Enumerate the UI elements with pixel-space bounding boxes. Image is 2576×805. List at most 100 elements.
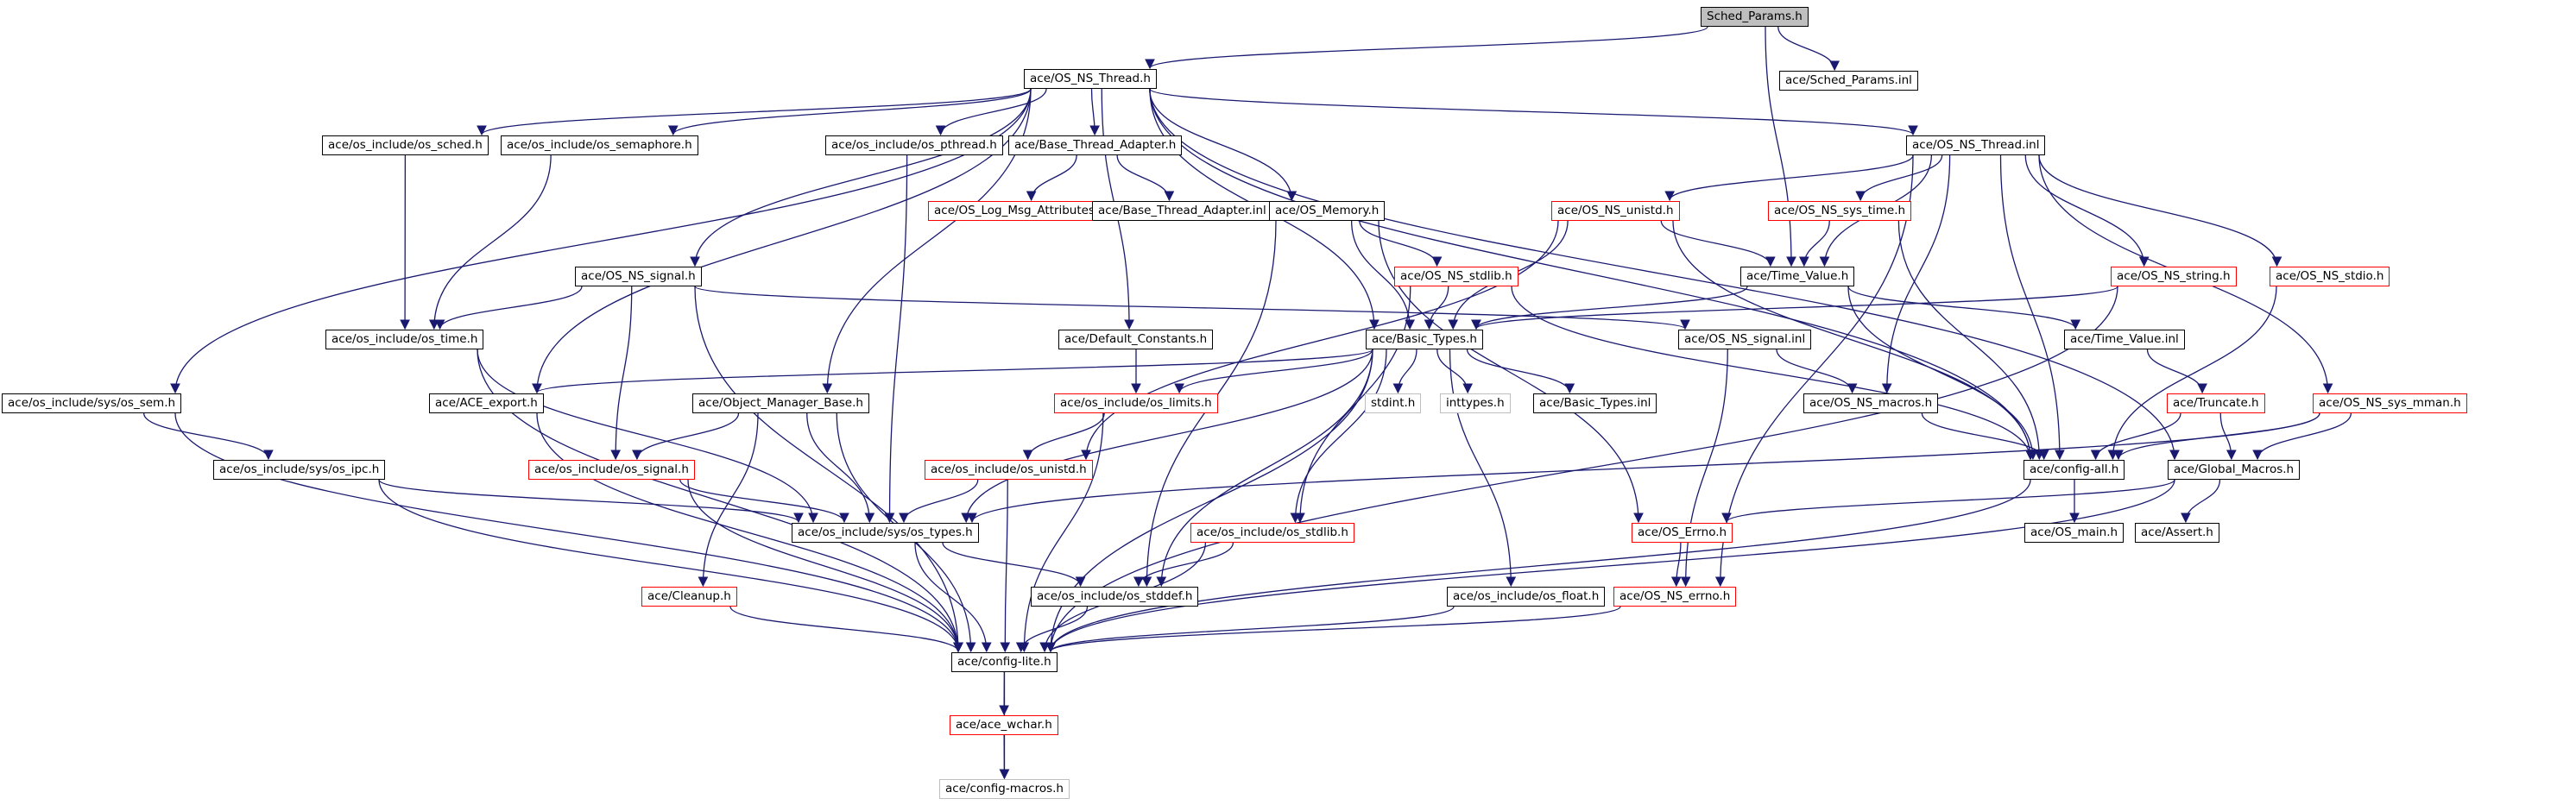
node-os-sem-h[interactable]: ace/os_include/sys/os_sem.h (2, 393, 182, 413)
node-base-thread-adapter-h[interactable]: ace/Base_Thread_Adapter.h (1008, 135, 1183, 155)
node-os-ns-sys-time-h[interactable]: ace/OS_NS_sys_time.h (1768, 201, 1912, 221)
edge-os-ns-thread-inl-to-os-ns-string-h (2024, 154, 2150, 267)
edge-global-macros-h-to-assert-h (2181, 479, 2221, 524)
node-os-ipc-h[interactable]: ace/os_include/sys/os_ipc.h (213, 460, 386, 480)
edge-os-ns-string-h-to-basic-types-h (1471, 286, 2118, 330)
edge-os-ns-signal-h-to-os-signal-h (610, 286, 633, 461)
node-os-ns-string-h[interactable]: ace/OS_NS_string.h (2111, 267, 2237, 286)
edge-os-memory-h-to-basic-types-h (1350, 220, 1415, 330)
node-inttypes-h[interactable]: inttypes.h (1440, 393, 1511, 413)
edge-object-manager-base-h-to-os-types-h (806, 412, 875, 524)
edge-os-ns-string-h-to-config-lite-h (1045, 286, 2118, 653)
edge-os-float-h-to-config-lite-h (1045, 606, 1455, 653)
edge-sched-params-h-to-time-value-h (1765, 26, 1796, 267)
node-os-time-h[interactable]: ace/os_include/os_time.h (325, 330, 484, 349)
node-os-semaphore-h[interactable]: ace/os_include/os_semaphore.h (501, 135, 698, 155)
node-os-ns-errno-h[interactable]: ace/OS_NS_errno.h (1613, 587, 1737, 607)
node-global-macros-h[interactable]: ace/Global_Macros.h (2168, 460, 2301, 480)
edge-os-ns-thread-h-to-os-pthread-h (935, 88, 1047, 136)
edge-os-ns-sys-time-h-to-config-all-h (1897, 220, 2045, 461)
node-truncate-h[interactable]: ace/Truncate.h (2167, 393, 2265, 413)
node-assert-h[interactable]: ace/Assert.h (2135, 523, 2219, 543)
edge-basic-types-h-to-os-types-h (961, 349, 1373, 524)
node-os-types-h[interactable]: ace/os_include/sys/os_types.h (792, 523, 979, 543)
edge-os-memory-h-to-os-ns-stdlib-h (1359, 220, 1443, 267)
edge-os-ns-signal-inl-to-os-ns-macros-h (1776, 349, 1858, 394)
edge-os-ns-errno-h-to-config-lite-h (1045, 606, 1621, 653)
edge-os-ns-thread-inl-to-os-ns-unistd-h (1664, 154, 1914, 202)
edge-os-ns-sys-time-h-to-time-value-h (1799, 220, 1830, 267)
node-config-lite-h[interactable]: ace/config-lite.h (951, 652, 1058, 672)
edge-os-stdlib-h-to-os-stddef-h (1133, 542, 1234, 588)
node-base-thread-adapter-inl[interactable]: ace/Base_Thread_Adapter.inl (1092, 201, 1272, 221)
node-time-value-inl[interactable]: ace/Time_Value.inl (2064, 330, 2185, 349)
node-os-log-msg-attributes-h[interactable]: ace/OS_Log_Msg_Attributes.h (928, 201, 1112, 221)
edge-basic-types-h-to-os-stddef-h (1156, 349, 1373, 588)
node-cleanup-h[interactable]: ace/Cleanup.h (641, 587, 737, 607)
node-basic-types-inl[interactable]: ace/Basic_Types.inl (1533, 393, 1657, 413)
node-os-ns-thread-h[interactable]: ace/OS_NS_Thread.h (1024, 69, 1157, 89)
edge-os-ns-sys-mman-h-to-global-macros-h (2252, 412, 2352, 461)
node-os-ns-unistd-h[interactable]: ace/OS_NS_unistd.h (1551, 201, 1680, 221)
node-os-limits-h[interactable]: ace/os_include/os_limits.h (1054, 393, 1218, 413)
node-os-main-h[interactable]: ace/OS_main.h (2024, 523, 2125, 543)
node-os-sched-h[interactable]: ace/os_include/os_sched.h (322, 135, 489, 155)
edge-time-value-inl-to-truncate-h (2146, 349, 2207, 394)
node-default-constants-h[interactable]: ace/Default_Constants.h (1058, 330, 1214, 349)
edge-os-types-h-to-os-stddef-h (942, 542, 1086, 588)
node-object-manager-base-h[interactable]: ace/Object_Manager_Base.h (692, 393, 869, 413)
edge-cleanup-h-to-config-lite-h (729, 606, 963, 653)
edge-os-semaphore-h-to-os-time-h (428, 154, 552, 330)
node-ace-wchar-h[interactable]: ace/ace_wchar.h (950, 715, 1058, 735)
edge-os-limits-h-to-os-unistd-h (1022, 412, 1105, 461)
node-ace-export-h[interactable]: ace/ACE_export.h (429, 393, 544, 413)
edge-os-ns-thread-h-to-object-manager-base-h (822, 88, 1032, 394)
edge-sched-params-h-to-os-ns-thread-h (1145, 26, 1708, 70)
node-os-ns-signal-h[interactable]: ace/OS_NS_signal.h (575, 267, 702, 286)
node-os-pthread-h[interactable]: ace/os_include/os_pthread.h (825, 135, 1003, 155)
node-stdint-h[interactable]: stdint.h (1365, 393, 1422, 413)
node-os-ns-thread-inl[interactable]: ace/OS_NS_Thread.inl (1906, 135, 2046, 155)
node-config-all-h[interactable]: ace/config-all.h (2024, 460, 2125, 480)
edge-time-value-h-to-config-all-h (1847, 286, 2038, 461)
edge-basic-types-h-to-ace-export-h (532, 349, 1373, 394)
edge-os-unistd-h-to-os-types-h (899, 479, 979, 524)
node-sched-params-h[interactable]: Sched_Params.h (1701, 7, 1809, 27)
node-os-ns-signal-inl[interactable]: ace/OS_NS_signal.inl (1678, 330, 1812, 349)
edge-os-ns-thread-h-to-os-ns-signal-h (690, 88, 1032, 267)
edge-os-types-h-to-config-lite-h (914, 542, 992, 653)
edge-time-value-h-to-basic-types-h (1471, 286, 1748, 330)
node-os-stddef-h[interactable]: ace/os_include/os_stddef.h (1031, 587, 1199, 607)
edge-os-ns-thread-inl-to-config-all-h (1999, 154, 2065, 461)
edge-os-ns-thread-h-to-os-memory-h (1148, 88, 1297, 202)
edge-os-ns-thread-h-to-base-thread-adapter-h (1089, 88, 1100, 136)
node-os-ns-macros-h[interactable]: ace/OS_NS_macros.h (1803, 393, 1939, 413)
node-os-unistd-h[interactable]: ace/os_include/os_unistd.h (925, 460, 1093, 480)
edge-time-value-h-to-time-value-inl (1847, 286, 2080, 330)
edge-os-ns-unistd-h-to-config-all-h (1672, 220, 2036, 461)
node-os-float-h[interactable]: ace/os_include/os_float.h (1447, 587, 1606, 607)
node-os-ns-stdlib-h[interactable]: ace/OS_NS_stdlib.h (1394, 267, 1518, 286)
node-basic-types-h[interactable]: ace/Basic_Types.h (1366, 330, 1483, 349)
edge-os-ns-unistd-h-to-os-unistd-h (1081, 220, 1559, 461)
node-os-signal-h[interactable]: ace/os_include/os_signal.h (528, 460, 695, 480)
edge-os-ns-macros-h-to-config-all-h (1921, 412, 2049, 461)
edge-os-ns-stdio-h-to-config-all-h (2107, 286, 2277, 461)
edge-os-ns-thread-h-to-os-sched-h (477, 88, 1032, 136)
edge-os-unistd-h-to-config-lite-h (1000, 479, 1011, 653)
node-time-value-h[interactable]: ace/Time_Value.h (1740, 267, 1855, 286)
node-os-errno-h[interactable]: ace/OS_Errno.h (1632, 523, 1733, 543)
edge-os-limits-h-to-config-lite-h (1019, 412, 1104, 653)
edge-os-ns-signal-h-to-os-time-h (434, 286, 583, 330)
node-os-ns-sys-mman-h[interactable]: ace/OS_NS_sys_mman.h (2313, 393, 2467, 413)
node-os-ns-stdio-h[interactable]: ace/OS_NS_stdio.h (2270, 267, 2390, 286)
node-os-memory-h[interactable]: ace/OS_Memory.h (1269, 201, 1386, 221)
node-os-stdlib-h[interactable]: ace/os_include/os_stdlib.h (1190, 523, 1354, 543)
edge-basic-types-h-to-stdint-h (1392, 349, 1417, 394)
edge-os-ns-stdlib-h-to-basic-types-h (1424, 286, 1449, 330)
edge-os-signal-h-to-config-lite-h (687, 479, 963, 653)
node-sched-params-inl[interactable]: ace/Sched_Params.inl (1779, 71, 1918, 91)
node-config-macros-h[interactable]: ace/config-macros.h (939, 779, 1070, 799)
